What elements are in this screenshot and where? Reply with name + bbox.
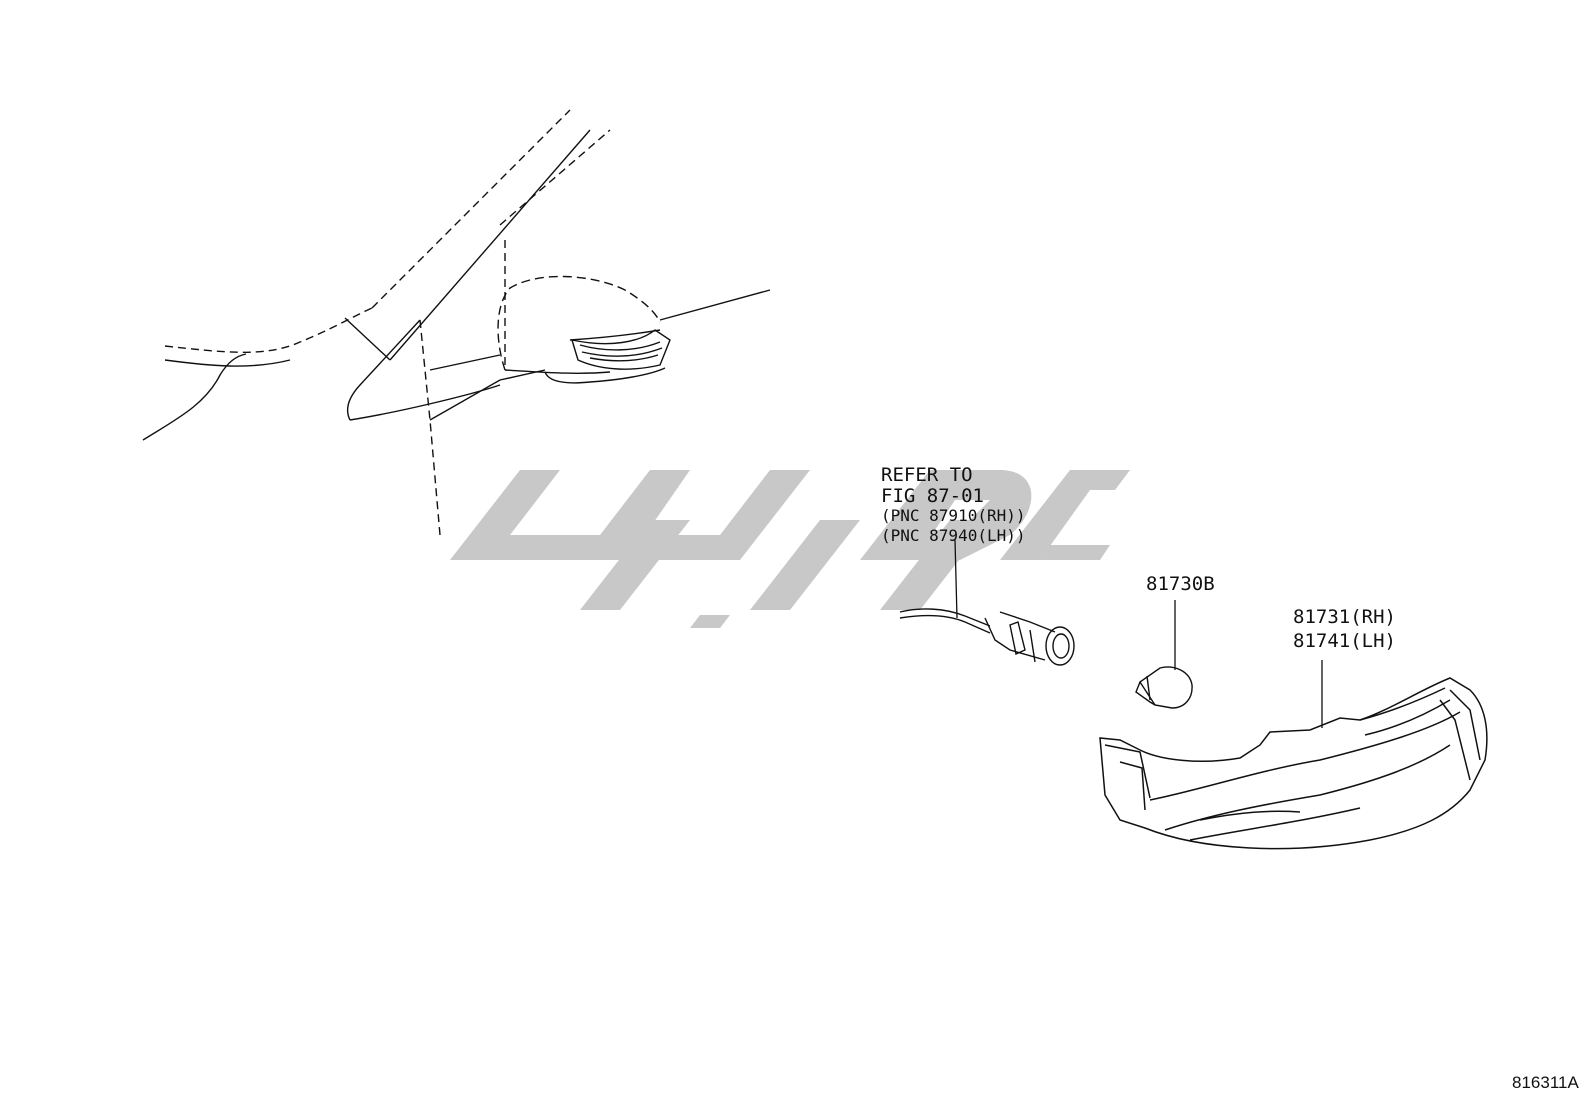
part-label-lamp-lh: 81741(LH) [1293, 630, 1396, 652]
bulb-socket [899, 608, 1075, 666]
watermark-logo [450, 470, 1130, 628]
refer-line-3: (PNC 87910(RH)) [881, 506, 1026, 525]
figure-code: 816311A [1512, 1073, 1579, 1092]
vehicle-body-outline [142, 109, 771, 536]
side-mirror-outline [497, 275, 666, 384]
mirror-turn-lamp-small [570, 329, 671, 370]
refer-line-2: FIG 87-01 [881, 485, 984, 507]
part-label-bulb: 81730B [1146, 573, 1215, 595]
refer-line-1: REFER TO [881, 464, 973, 486]
refer-line-4: (PNC 87940(LH)) [881, 526, 1026, 545]
wedge-bulb [1135, 666, 1193, 709]
turn-signal-lamp-assembly [1099, 677, 1488, 850]
leader-lines [954, 539, 1323, 728]
part-label-lamp-rh: 81731(RH) [1293, 606, 1396, 628]
